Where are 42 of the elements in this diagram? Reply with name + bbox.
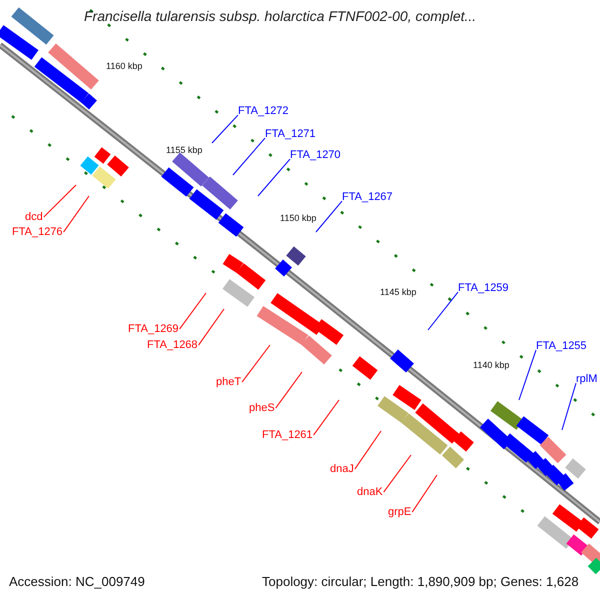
gene-label: dnaJ — [330, 463, 354, 476]
leader-line — [313, 400, 340, 436]
gene-label: rplM — [576, 373, 598, 386]
genome-summary-text: Topology: circular; Length: 1,890,909 bp; Genes: 1,628 — [262, 575, 579, 590]
leader-line — [242, 344, 270, 383]
leader-line — [383, 454, 412, 493]
gene-label: FTA_1276 — [12, 226, 63, 238]
leader-line — [258, 158, 290, 196]
gene-label: FTA_1272 — [238, 105, 289, 118]
leader-line — [316, 200, 342, 232]
gene-label: FTA_1255 — [536, 340, 587, 352]
scale-label: 1145 kbp — [380, 288, 416, 298]
gene-label: dcd — [25, 211, 43, 224]
gene-label: FTA_1268 — [147, 339, 198, 352]
leader-line — [43, 184, 76, 218]
gene-label: dnaK — [357, 486, 383, 498]
diagram-title: Francisella tularensis subsp. holarctica FTNF002-00, complet... — [84, 9, 476, 24]
scale-label: 1150 kbp — [280, 214, 316, 224]
gene-label: pheS — [249, 402, 275, 414]
gene-label: FTA_1270 — [290, 149, 341, 162]
leader-line — [412, 474, 438, 513]
leader-line — [428, 292, 458, 330]
gene-label: grpE — [388, 506, 412, 518]
scale-label: 1160 kbp — [106, 62, 142, 72]
gene-label: FTA_1271 — [265, 128, 316, 140]
scale-label: 1140 kbp — [473, 361, 510, 371]
leader-line — [232, 138, 266, 176]
gene-label: pheT — [216, 376, 242, 388]
accession-text: Accession: NC_009749 — [9, 575, 145, 590]
gene-label: FTA_1261 — [262, 429, 313, 442]
leader-line — [518, 350, 536, 400]
gene-label: FTA_1267 — [342, 191, 393, 204]
leader-line — [63, 196, 90, 233]
leader-line — [212, 114, 238, 144]
leader-line — [198, 308, 224, 346]
leader-line — [562, 382, 576, 430]
leader-line — [179, 292, 206, 330]
leader-line — [275, 372, 302, 409]
gene-label: FTA_1269 — [128, 323, 179, 336]
gene-label: FTA_1259 — [458, 282, 509, 294]
scale-label: 1155 kbp — [166, 146, 202, 156]
leader-line — [354, 430, 382, 470]
